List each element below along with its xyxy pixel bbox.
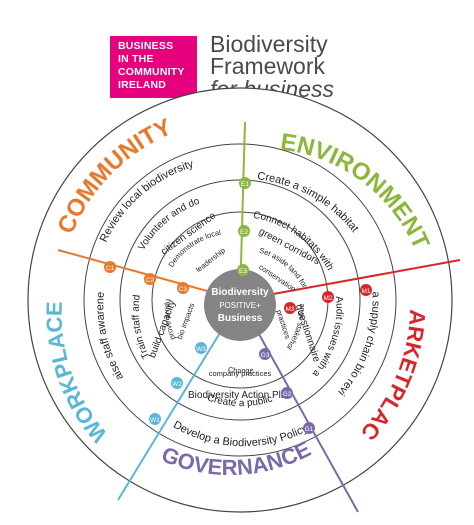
svg-text:M3: M3 (285, 306, 294, 313)
svg-text:C3: C3 (179, 286, 188, 293)
action-g3: Change (227, 365, 254, 375)
title-line-2: Framework (210, 53, 326, 79)
svg-text:G1: G1 (305, 426, 314, 433)
governance-divider (239, 299, 359, 513)
badge-w1: W1 (149, 413, 161, 425)
action-g3b: company practices (209, 369, 272, 378)
svg-text:G2: G2 (283, 391, 292, 398)
badge-g3: G3 (259, 348, 271, 360)
ring-3 (83, 143, 397, 457)
center-line-3: Business (218, 313, 263, 324)
center-line-1: Biodiversity (211, 287, 269, 298)
badge-m2: M2 (322, 291, 334, 303)
svg-text:W3: W3 (196, 346, 206, 353)
svg-text:G3: G3 (261, 352, 270, 359)
badge-e3: E3 (237, 264, 249, 276)
badge-m3: M3 (284, 302, 296, 314)
badge-e1: E1 (239, 177, 251, 189)
svg-text:C1: C1 (106, 265, 115, 272)
badge-c1: C1 (104, 261, 116, 273)
svg-text:C2: C2 (146, 277, 155, 284)
action-g2b: Biodiversity Action Plan (188, 390, 292, 401)
logo-line-3: COMMUNITY (118, 66, 185, 78)
center-line-2: POSITIVE+ (219, 301, 261, 310)
bitc-ireland-logo: BUSINESS IN THE COMMUNITY IRELAND (110, 36, 197, 98)
badge-m1: M1 (360, 284, 372, 296)
badge-g2: G2 (281, 387, 293, 399)
badge-w3: W3 (195, 342, 207, 354)
logo-line-4: IRELAND (118, 79, 167, 91)
svg-text:M1: M1 (361, 288, 370, 295)
logo-line-1: BUSINESS (118, 40, 174, 52)
svg-text:E1: E1 (241, 181, 249, 188)
badge-c3: C3 (177, 282, 189, 294)
badge-g1: G1 (303, 422, 315, 434)
center-hub (204, 269, 276, 341)
svg-text:M2: M2 (323, 295, 332, 302)
svg-text:E2: E2 (240, 229, 248, 236)
svg-text:E3: E3 (239, 268, 247, 275)
title-line-1: Biodiversity (210, 31, 328, 57)
logo-line-2: IN THE (118, 53, 154, 65)
badge-e2: E2 (238, 225, 250, 237)
badge-w2: W2 (171, 377, 183, 389)
badge-c2: C2 (144, 273, 156, 285)
svg-text:W2: W2 (172, 381, 182, 388)
svg-text:W1: W1 (150, 417, 160, 424)
marketplace-divider (239, 259, 461, 301)
